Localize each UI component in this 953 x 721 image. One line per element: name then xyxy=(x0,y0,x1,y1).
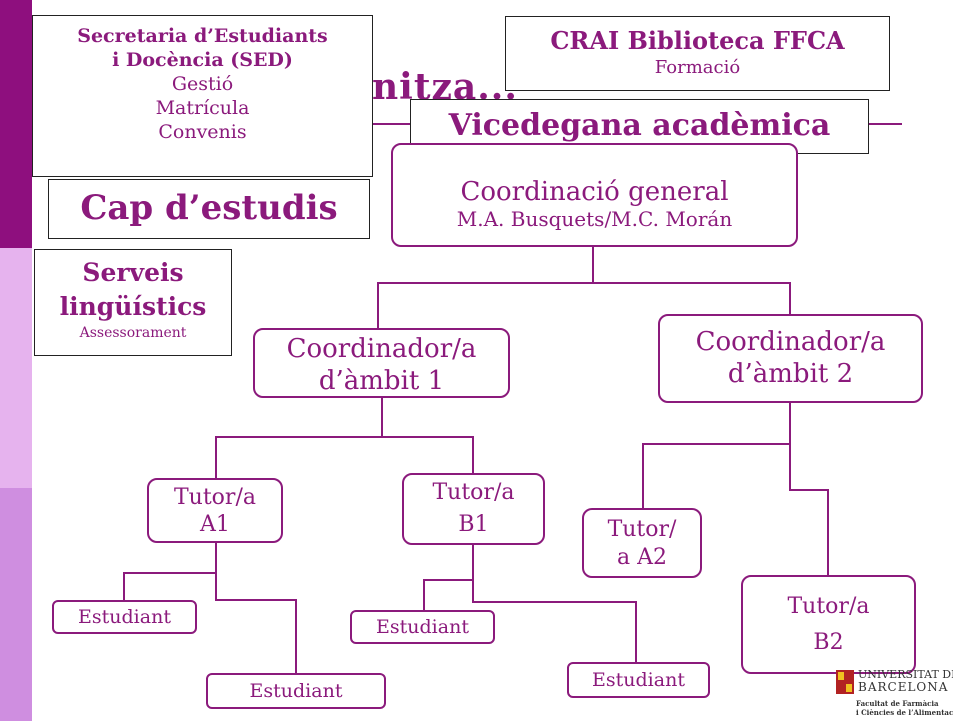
student-label: Estudiant xyxy=(78,606,171,628)
student-box-4: Estudiant xyxy=(567,662,710,698)
cap-estudis-box: Cap d’estudis xyxy=(48,179,370,239)
logo-sub1: Facultat de Farmàcia xyxy=(856,699,939,708)
crai-title: CRAI Biblioteca FFCA xyxy=(550,26,845,55)
side-bar-light xyxy=(0,248,32,488)
coordinacio-title: Coordinació general xyxy=(460,177,729,207)
crai-box: CRAI Biblioteca FFCA Formació xyxy=(505,16,890,91)
cap-estudis-label: Cap d’estudis xyxy=(80,188,338,228)
tutor-b1-box: Tutor/a B1 xyxy=(402,473,545,545)
student-label: Estudiant xyxy=(376,616,469,638)
student-label: Estudiant xyxy=(592,669,685,691)
university-logo: UNIVERSITAT DE BARCELONA Facultat de Far… xyxy=(836,666,953,721)
tutor-a1-box: Tutor/a A1 xyxy=(147,478,283,543)
coordinacio-general-box: Coordinació general M.A. Busquets/M.C. M… xyxy=(391,143,798,247)
connector-tutor-a1 xyxy=(215,398,383,478)
logo-sub2: i Ciències de l’Alimentació xyxy=(856,708,953,717)
coord2-line1: Coordinador/a xyxy=(695,327,886,357)
connector-student-3 xyxy=(423,545,474,610)
student-box-1: Estudiant xyxy=(52,600,197,634)
tutor-b2-line1: Tutor/a xyxy=(787,594,870,619)
student-box-2: Estudiant xyxy=(206,673,386,709)
coordinacio-names: M.A. Busquets/M.C. Morán xyxy=(456,207,733,231)
coordinador-ambit-2-box: Coordinador/a d’àmbit 2 xyxy=(658,314,923,403)
sed-item-gestio: Gestió xyxy=(171,73,234,95)
connector-student-4 xyxy=(472,580,637,662)
sed-item-matricula: Matrícula xyxy=(155,97,250,119)
serveis-sub: Assessorament xyxy=(79,325,187,341)
connector-tutor-a2 xyxy=(642,403,791,508)
serveis-title-2: lingüístics xyxy=(59,292,207,321)
side-bar-mid xyxy=(0,488,32,721)
coord2-line2: d’àmbit 2 xyxy=(727,359,854,389)
tutor-b2-line2: B2 xyxy=(813,630,844,655)
tutor-b2-box: Tutor/a B2 xyxy=(741,575,916,674)
vicedegana-label: Vicedegana acadèmica xyxy=(448,108,831,143)
connector-tutor-b2 xyxy=(789,444,829,575)
connector-coord-1 xyxy=(377,247,594,328)
logo-line2: BARCELONA xyxy=(858,680,949,694)
student-label: Estudiant xyxy=(249,680,343,702)
tutor-a1-line2: A1 xyxy=(200,512,230,537)
tutor-a2-line2: a A2 xyxy=(617,545,667,570)
sed-title-1: Secretaria d’Estudiants xyxy=(77,25,328,47)
university-shield-icon xyxy=(836,670,854,694)
tutor-a2-box: Tutor/ a A2 xyxy=(582,508,702,578)
tutor-b1-line2: B1 xyxy=(458,512,489,537)
coord1-line1: Coordinador/a xyxy=(286,334,477,364)
logo-line1: UNIVERSITAT DE xyxy=(858,668,953,681)
student-box-3: Estudiant xyxy=(350,610,495,644)
tutor-a2-line1: Tutor/ xyxy=(607,517,677,542)
tutor-b1-line1: Tutor/a xyxy=(432,480,515,505)
coordinador-ambit-1-box: Coordinador/a d’àmbit 1 xyxy=(253,328,510,398)
connector-student-1 xyxy=(123,543,217,600)
sed-title-2: i Docència (SED) xyxy=(112,49,293,71)
connector-coord-2 xyxy=(593,282,791,314)
serveis-title-1: Serveis xyxy=(82,258,184,287)
serveis-box: Serveis lingüístics Assessorament xyxy=(34,249,232,356)
connector-tutor-b1 xyxy=(382,436,474,473)
connector-student-2 xyxy=(215,573,297,673)
sed-box: Secretaria d’Estudiants i Docència (SED)… xyxy=(32,15,373,177)
coord1-line2: d’àmbit 1 xyxy=(318,366,445,396)
crai-sub: Formació xyxy=(654,57,741,78)
side-bar-dark xyxy=(0,0,32,248)
logo-subtitle: Facultat de Farmàcia i Ciències de l’Ali… xyxy=(856,699,953,717)
tutor-a1-line1: Tutor/a xyxy=(174,485,256,510)
sed-item-convenis: Convenis xyxy=(158,121,247,143)
